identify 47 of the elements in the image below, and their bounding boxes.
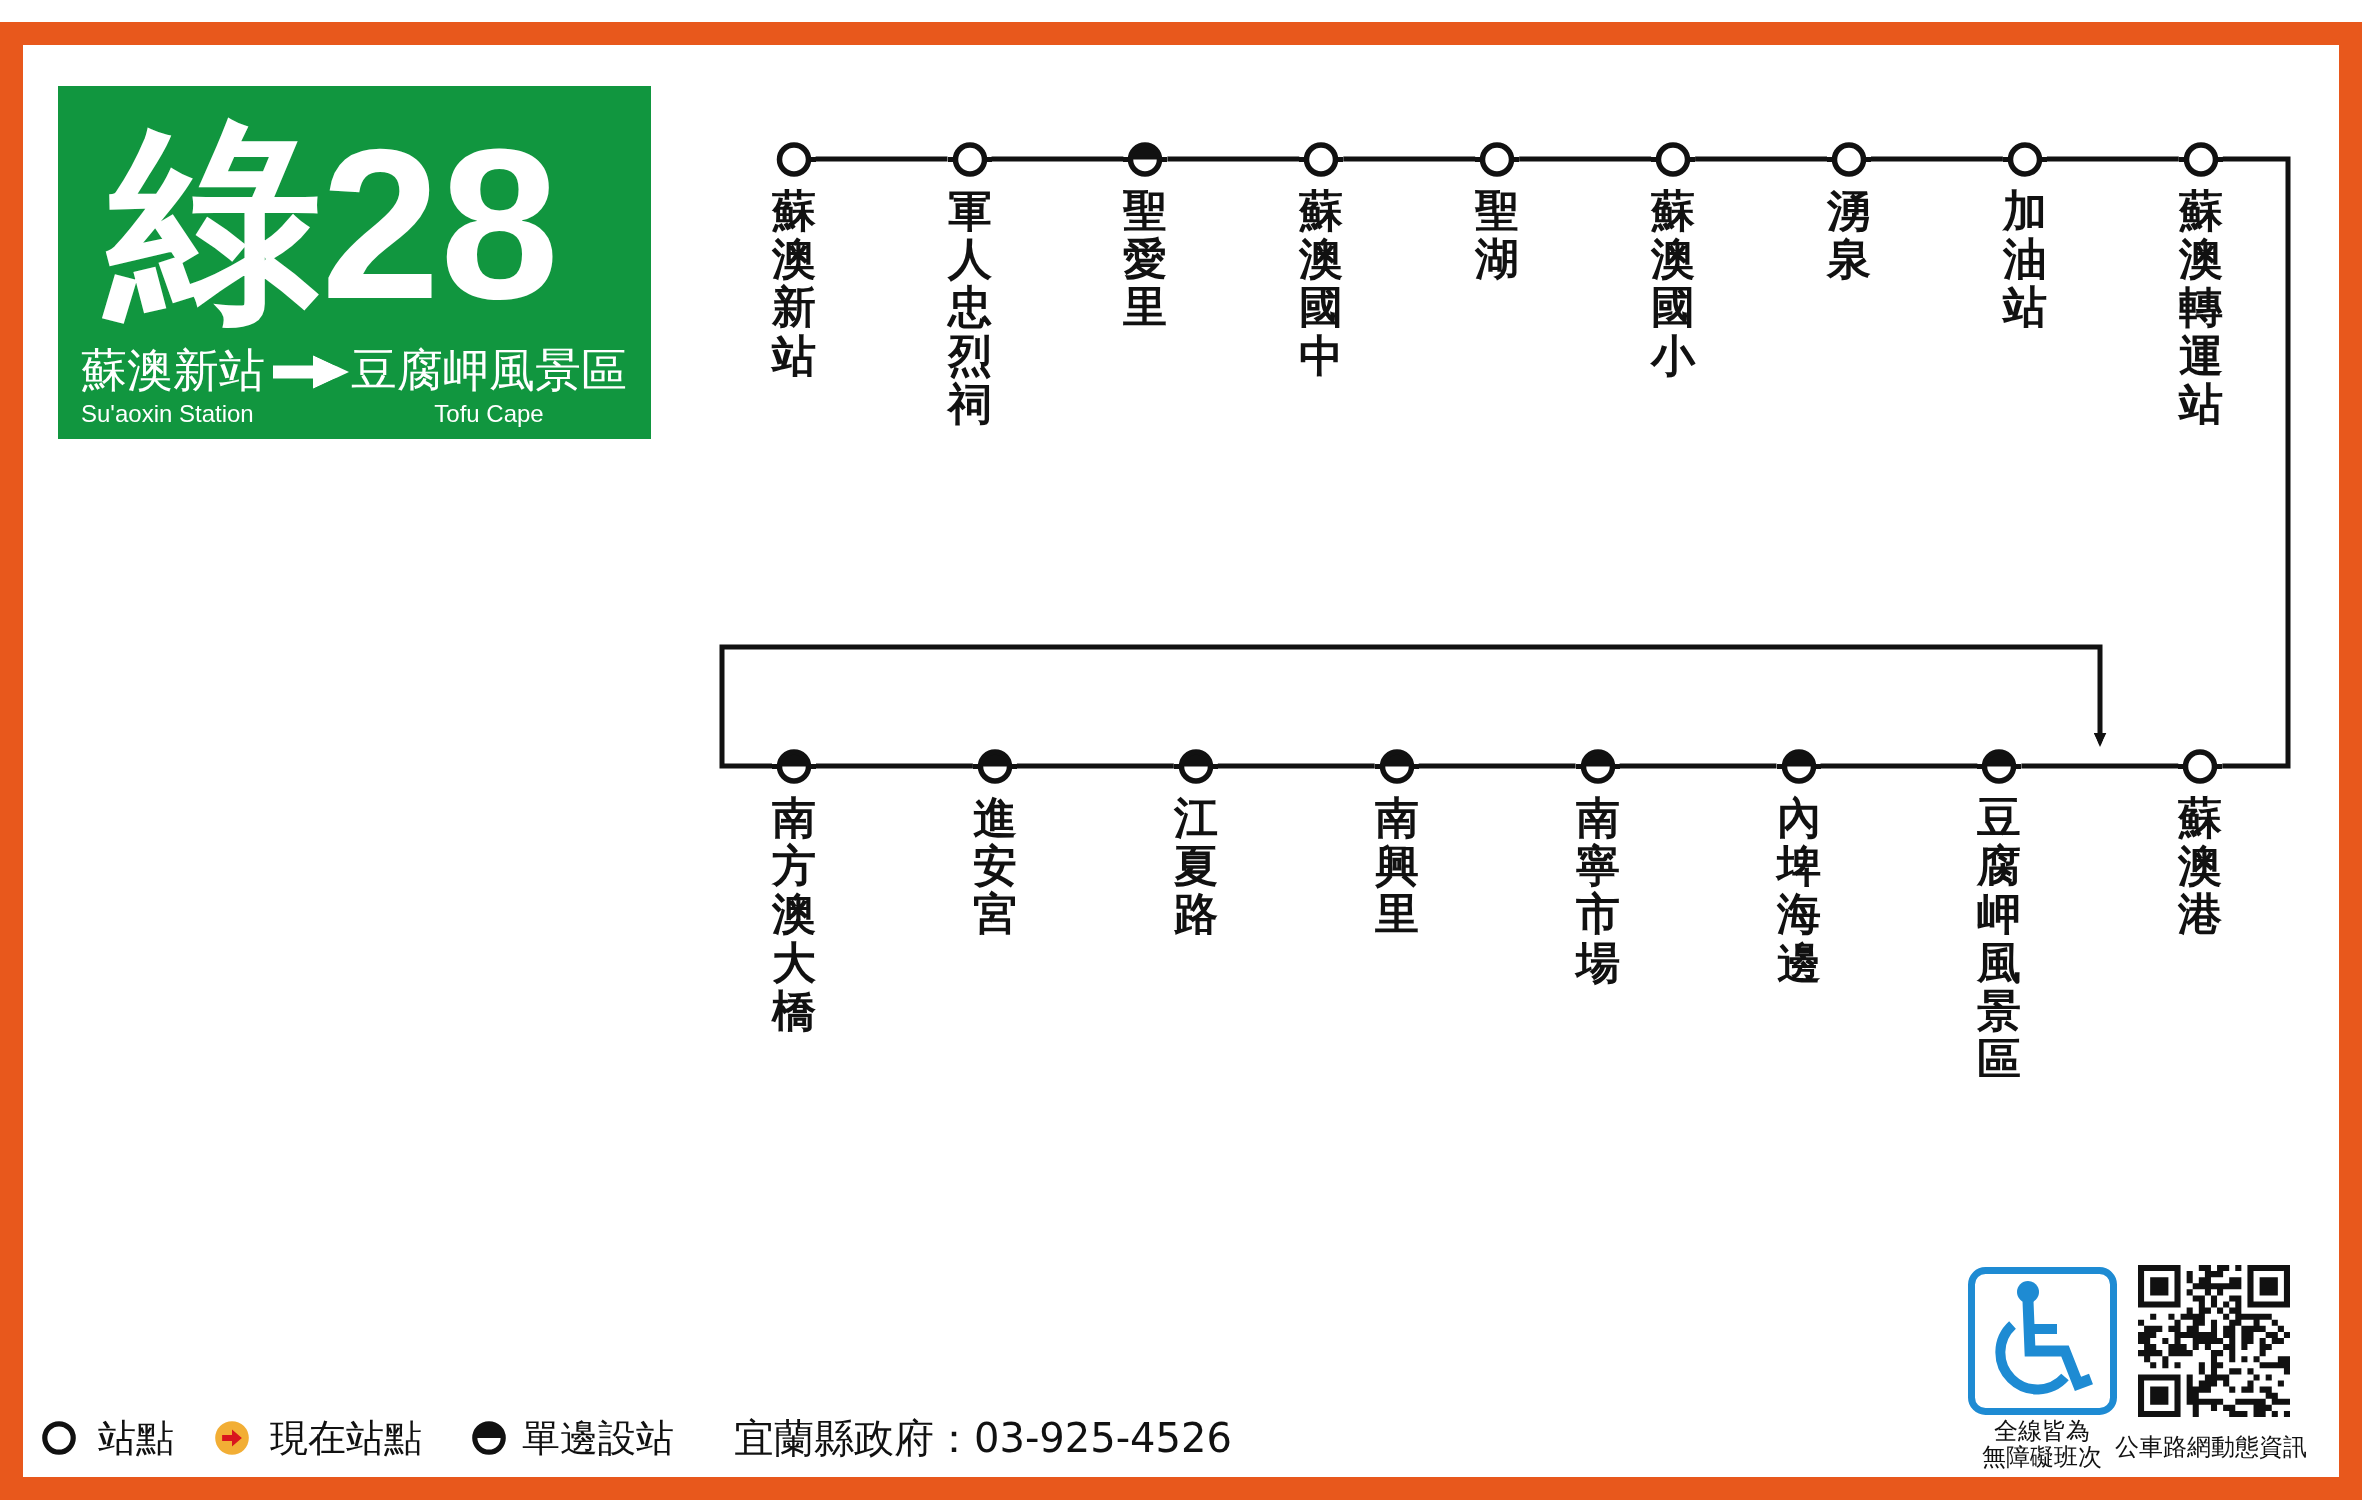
route-line: [1217, 763, 1375, 769]
route-line: [816, 763, 973, 769]
stop-name: 蘇澳港: [2178, 793, 2223, 939]
stop-name: 南寧市場: [1575, 793, 1620, 988]
route-line: [1167, 156, 1300, 162]
route-line: [1695, 156, 1827, 162]
stop-name: 蘇澳國小: [1651, 186, 1696, 381]
stop-name: 加油站: [2002, 186, 2047, 332]
terminus-name-romanized: Su'aoxin Station: [81, 401, 254, 428]
stop-name: 進安宮: [972, 793, 1017, 939]
legend-label: 單邊設站: [522, 1415, 674, 1462]
stop-name: 南興里: [1374, 793, 1419, 939]
route-line: [1519, 156, 1652, 162]
stop-name: 聖湖: [1475, 186, 1520, 284]
route-line: [2222, 156, 2291, 769]
route-number: 綠28: [99, 104, 568, 344]
terminus-name-romanized: Tofu Cape: [434, 401, 544, 428]
stop-name: 南方澳大橋: [772, 793, 816, 1036]
stop-name: 聖愛里: [1123, 186, 1168, 332]
terminus-name: 豆腐岬風景區: [351, 347, 627, 393]
qr-caption: 公車路網動態資訊: [2115, 1434, 2307, 1461]
stop-name: 蘇澳國中: [1299, 186, 1344, 381]
terminus-name: 蘇澳新站: [81, 347, 265, 393]
route-title-panel: [58, 86, 651, 439]
route-line: [1820, 763, 1978, 769]
route-line: [991, 156, 1124, 162]
route-line: [1343, 156, 1476, 162]
route-line: [1016, 763, 1174, 769]
arrow: [719, 644, 2107, 769]
accessibility-note: 全線皆為無障礙班次: [1981, 1418, 2103, 1471]
stop-name: 蘇澳新站: [771, 186, 816, 381]
route-line: [1418, 763, 1576, 769]
legend-label: 站點: [98, 1415, 174, 1462]
contact-phone: 宜蘭縣政府：03-925-4526: [734, 1414, 1232, 1462]
route-line: [815, 156, 948, 162]
stop-name: 內埤海邊: [1776, 793, 1821, 988]
route-line: [2021, 763, 2179, 769]
stop-name: 江夏路: [1173, 793, 1218, 939]
route-line: [1619, 763, 1777, 769]
route-line: [2046, 156, 2179, 162]
stop-name: 豆腐岬風景區: [1977, 793, 2022, 1084]
route-line: [1871, 156, 2003, 162]
arrow: [273, 355, 349, 389]
legend-label: 現在站點: [270, 1415, 422, 1462]
stop-name: 湧泉: [1827, 186, 1871, 284]
stop-name: 蘇澳轉運站: [2178, 186, 2223, 429]
stop-name: 軍人忠烈祠: [947, 186, 992, 429]
